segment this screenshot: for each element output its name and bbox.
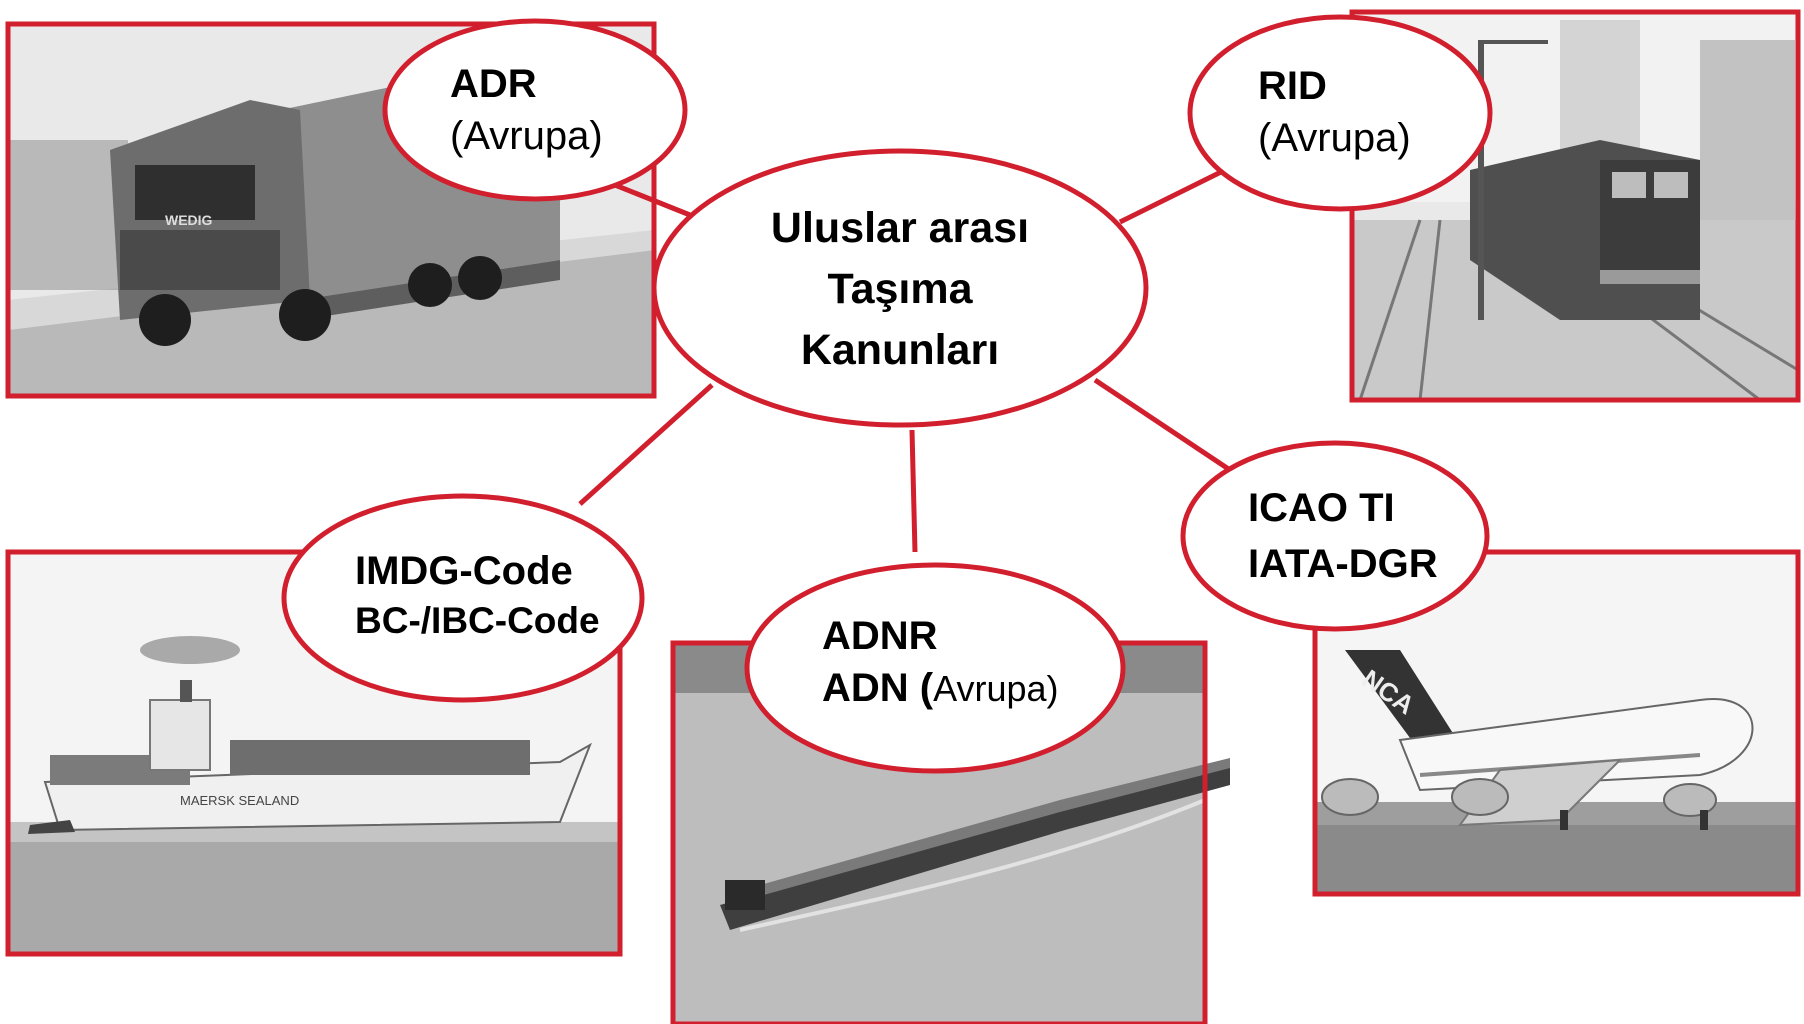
icao-label: ICAO TI IATA-DGR [1248,480,1438,592]
imdg-line2: BC-/IBC-Code [355,600,600,641]
connector-imdg [578,383,714,506]
rid-title: RID [1258,64,1327,108]
icao-line1: ICAO TI [1248,486,1395,530]
adr-label: ADR (Avrupa) [450,58,603,162]
connector-icao [1093,377,1232,473]
adnr-line2-code: ADN ( [822,666,934,710]
ship-hull-label: MAERSK SEALAND [180,793,299,808]
center-label-line3: Kanunları [800,326,1000,375]
adnr-line2: ADN (Avrupa) [822,662,1059,714]
connector-adr [614,182,691,218]
icao-line2: IATA-DGR [1248,542,1438,586]
center-bubble [651,148,1149,428]
airplane-photo-frame [1312,549,1801,897]
train-photo [1349,9,1801,403]
adr-bubble [382,18,688,202]
rid-region: (Avrupa) [1258,116,1411,160]
adnr-line1: ADNR [822,614,938,658]
imdg-line1: IMDG-Code [355,549,573,593]
rid-label: RID (Avrupa) [1258,60,1411,164]
icao-bubble [1180,440,1490,632]
center-label-line1: Uluslar arası [770,204,1030,252]
rid-bubble [1187,14,1493,212]
center-label: Uluslar arası Taşıma Kanunları [700,198,1100,381]
adnr-label: ADNR ADN (Avrupa) [822,610,1059,714]
ship-photo: MAERSK SEALAND [5,549,623,957]
truck-brand-label: WEDIG [165,212,213,228]
adr-title: ADR [450,62,537,106]
adnr-bubble [744,562,1126,774]
truck-photo-frame [5,21,657,399]
adnr-line2-region: Avrupa) [933,668,1059,709]
connector-rid [1118,167,1227,225]
imdg-bubble [281,493,645,703]
connector-adnr [909,429,918,553]
center-label-line2: Taşıma [827,265,973,314]
adr-region: (Avrupa) [450,114,603,158]
imdg-label: IMDG-Code BC-/IBC-Code [355,545,600,645]
